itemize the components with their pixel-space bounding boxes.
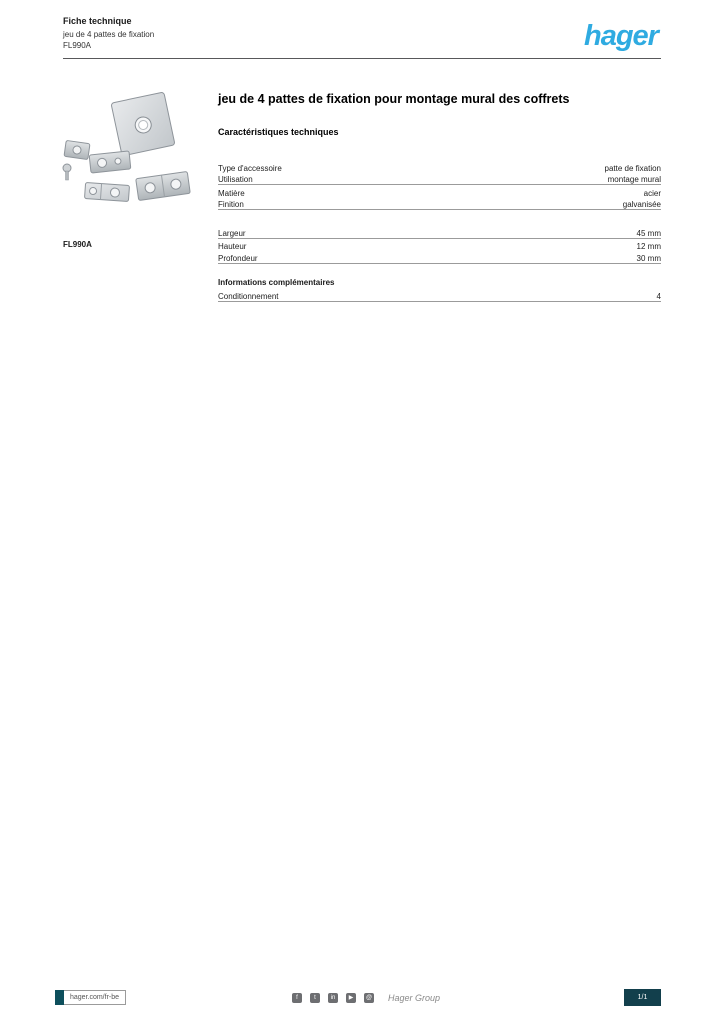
spec-row: Profondeur 30 mm [218,251,661,264]
spec-value: montage mural [607,175,661,184]
email-icon[interactable]: @ [364,993,374,1003]
spec-group-additional: Informations complémentaires Conditionne… [218,278,661,302]
footer-website: hager.com/fr-be [55,990,127,1005]
youtube-icon[interactable]: ▶ [346,993,356,1003]
flat-bracket [88,150,132,174]
header-product-name: jeu de 4 pattes de fixation [63,30,155,39]
spec-value: 12 mm [636,242,661,251]
footer-brand-square [55,990,64,1005]
product-reference: FL990A [63,240,92,249]
spec-row: Matière acier [218,185,661,198]
footer-signature: Hager Group [388,993,441,1003]
facebook-icon[interactable]: f [292,993,302,1003]
fixing-brackets-image [62,92,191,202]
spec-row: Type d'accessoire patte de fixation [218,160,661,173]
spec-label: Profondeur [218,253,258,263]
spec-value: 4 [656,291,661,301]
spec-label: Largeur [218,228,246,238]
header-reference: FL990A [63,41,92,50]
spec-label: Hauteur [218,242,247,251]
doc-type-label: Fiche technique [63,16,132,26]
spec-row: Finition galvanisée [218,198,661,210]
spec-label: Type d'accessoire [218,163,282,173]
spec-value: acier [643,188,661,198]
spec-row: Utilisation montage mural [218,173,661,185]
spec-label: Finition [218,200,244,209]
website-link[interactable]: hager.com/fr-be [64,990,127,1005]
product-photo [55,92,200,217]
section-title: Caractéristiques techniques [218,127,339,137]
spec-value: patte de fixation [604,163,661,173]
small-clamp [63,140,91,160]
wide-bracket [135,171,191,201]
spec-row: Conditionnement 4 [218,289,661,302]
spec-label: Matière [218,188,245,198]
twitter-icon[interactable]: t [310,993,320,1003]
spec-value: 45 mm [636,228,661,238]
screw [62,163,72,181]
linkedin-icon[interactable]: in [328,993,338,1003]
square-plate [111,92,175,156]
spec-label: Utilisation [218,175,253,184]
page-indicator: 1/1 [624,989,661,1006]
z-bracket [84,182,130,202]
hager-logo: hager [584,20,659,52]
spec-row: Largeur 45 mm [218,226,661,239]
spec-group-heading: Informations complémentaires [218,278,335,287]
spec-value: galvanisée [622,200,661,209]
page-title: jeu de 4 pattes de fixation pour montage… [218,92,570,106]
spec-label: Conditionnement [218,291,279,301]
spec-group-general: Type d'accessoire patte de fixation Util… [218,160,661,210]
spec-value: 30 mm [636,253,661,263]
header-divider [63,58,661,59]
spec-group-dimensions: Largeur 45 mm Hauteur 12 mm Profondeur 3… [218,226,661,264]
footer-social-bar: f t in ▶ @ Hager Group [292,993,440,1003]
spec-row: Hauteur 12 mm [218,239,661,251]
